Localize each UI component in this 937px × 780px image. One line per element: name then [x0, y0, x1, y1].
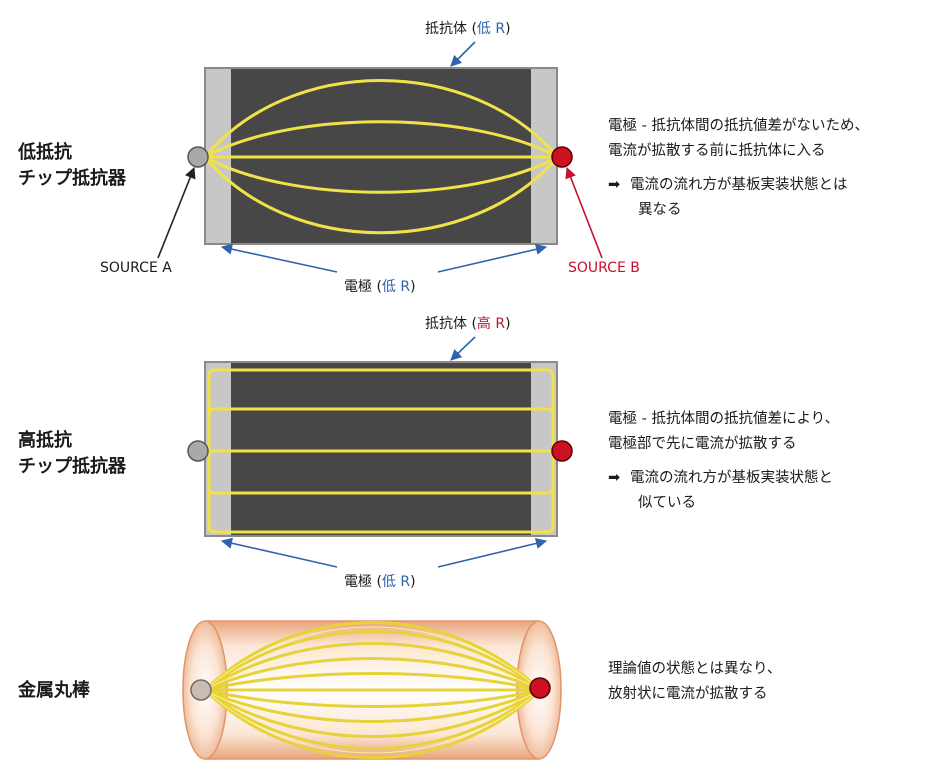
low-r-current-lines [203, 79, 560, 235]
low-r-chip-title-line2: チップ抵抗器 [18, 168, 126, 189]
source-b-label: SOURCE B [568, 260, 640, 276]
source-a-label: SOURCE A [100, 260, 172, 276]
metal-rod-title: 金属丸棒 [18, 680, 90, 701]
high-r-source-b-dot [551, 440, 573, 462]
low-r-electrode-label: 電極 (低 R) [344, 279, 416, 295]
low-r-body-label-value: 低 R [476, 21, 506, 37]
low-r-electrode-pointer-right [437, 243, 548, 273]
low-r-body-label: 抵抗体 (低 R) [425, 21, 511, 37]
source-b-dot [551, 146, 573, 168]
high-r-resistor-body [231, 363, 531, 535]
high-r-electrode-pointer-right [437, 537, 548, 568]
high-r-description: 電極 - 抵抗体間の抵抗値差により、 電極部で先に電流が拡散する ➡電流の流れ方… [608, 411, 840, 511]
high-r-body-label-value: 高 R [476, 316, 506, 332]
high-r-electrode-pointer-left [220, 537, 338, 568]
low-r-description: 電極 - 抵抗体間の抵抗値差がないため、 電流が拡散する前に抵抗体に入る ➡電流… [608, 118, 869, 218]
low-r-electrode-pointer-left [220, 243, 338, 273]
rod-current-lines [203, 621, 542, 759]
source-b-pointer [565, 166, 603, 259]
high-r-current-lines [207, 368, 555, 534]
low-r-electrode-label-value: 低 R [381, 279, 411, 295]
high-r-source-a-dot [187, 440, 209, 462]
metal-rod [182, 620, 562, 760]
rod-source-b-dot [529, 677, 551, 699]
high-r-body-pointer [450, 336, 476, 361]
low-r-chip-title-line1: 低抵抗 [18, 142, 72, 163]
high-r-electrode-label-value: 低 R [381, 574, 411, 590]
source-a-dot [187, 146, 209, 168]
source-a-pointer [157, 166, 196, 259]
arrow-right-icon: ➡ [608, 177, 621, 193]
high-r-electrode-label: 電極 (低 R) [344, 574, 416, 590]
high-r-chip-title-line2: チップ抵抗器 [18, 456, 126, 477]
arrow-right-icon: ➡ [608, 470, 621, 486]
high-r-chip [187, 336, 573, 568]
low-r-result: ➡電流の流れ方が基板実装状態とは [608, 173, 869, 198]
high-r-body-label: 抵抗体 (高 R) [425, 316, 511, 332]
metal-rod-description: 理論値の状態とは異なり、 放射状に電流が拡散する [608, 661, 782, 702]
rod-source-a-dot [190, 679, 212, 701]
low-r-body-pointer [450, 41, 476, 67]
low-r-chip-title: 低抵抗 チップ抵抗器 [18, 140, 126, 192]
high-r-chip-title: 高抵抗 チップ抵抗器 [18, 428, 126, 480]
high-r-chip-title-line1: 高抵抗 [18, 430, 72, 451]
high-r-result: ➡電流の流れ方が基板実装状態と [608, 466, 839, 491]
low-r-chip [157, 41, 603, 273]
